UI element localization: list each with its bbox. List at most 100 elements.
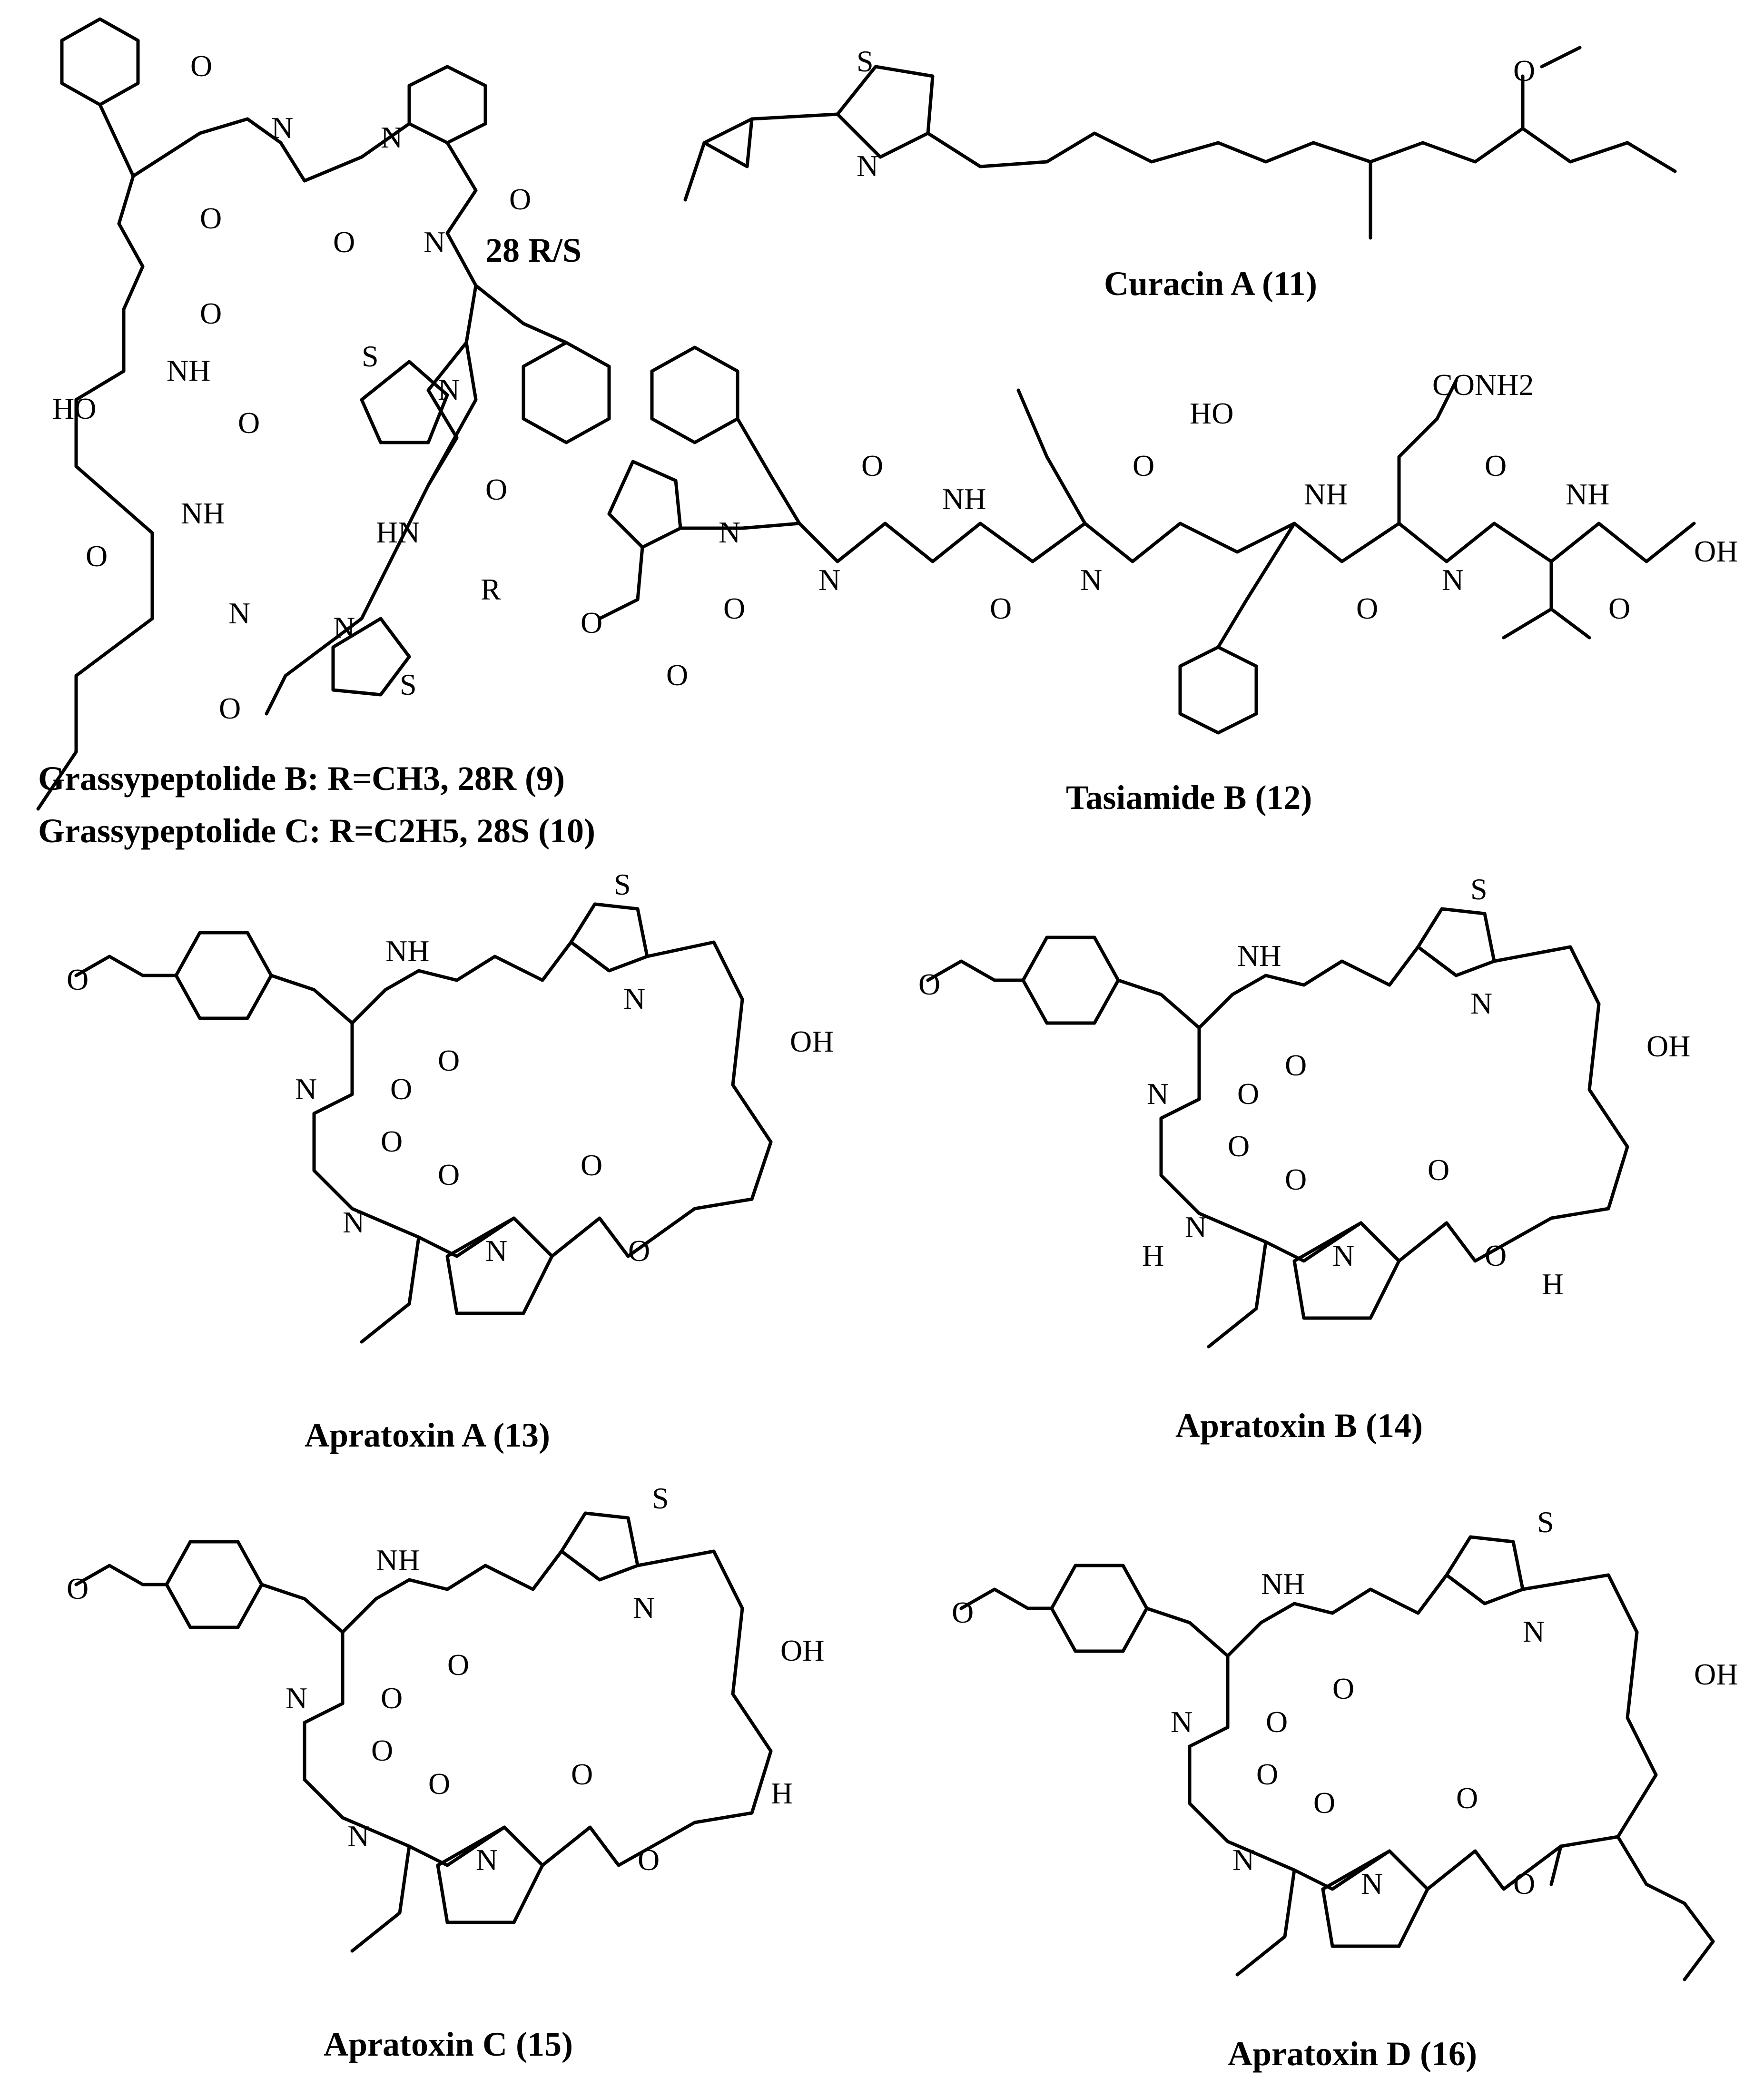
atom-NH: NH	[1237, 939, 1281, 973]
atom-N: N	[818, 563, 840, 597]
atom-O: O	[628, 1234, 650, 1268]
atom-O: O	[200, 296, 222, 330]
atom-O: O	[1285, 1048, 1307, 1082]
atom-S: S	[400, 668, 417, 701]
atom-O: O	[1608, 591, 1630, 625]
atom-O: O	[1228, 1129, 1250, 1163]
atom-N: N	[719, 515, 740, 549]
atom-O: O	[67, 963, 89, 996]
atom-N: N	[333, 611, 355, 644]
atom-O: O	[918, 967, 940, 1001]
atom-S: S	[362, 339, 379, 373]
tasiamide-structure	[598, 345, 1696, 735]
atom-S: S	[1470, 872, 1488, 906]
atom-O: O	[581, 1148, 602, 1182]
atom-N: N	[623, 982, 645, 1015]
atom-N: N	[1147, 1077, 1169, 1111]
atom-O: O	[1313, 1786, 1335, 1820]
atom-O: O	[1237, 1077, 1259, 1111]
atom-O: O	[1513, 1867, 1535, 1901]
atom-O: O	[581, 606, 602, 640]
atom-H: H	[1142, 1239, 1164, 1272]
atom-H: H	[771, 1776, 793, 1810]
atom-O: O	[509, 182, 531, 216]
atom-OH: OH	[790, 1024, 834, 1058]
atom-N: N	[347, 1819, 369, 1853]
atom-O: O	[428, 1767, 450, 1801]
caption-curacin-a: Curacin A (11)	[1104, 265, 1317, 303]
atom-NH: NH	[942, 482, 986, 516]
atom-N: N	[286, 1681, 307, 1715]
atom-OH: OH	[1694, 1657, 1738, 1691]
atom-O: O	[390, 1072, 412, 1106]
substituent-conh2: CONH2	[1432, 368, 1534, 402]
atom-O: O	[1332, 1672, 1354, 1705]
atom-O: O	[67, 1572, 89, 1605]
atom-O: O	[1513, 54, 1535, 88]
atom-O: O	[990, 591, 1012, 625]
atom-O: O	[1456, 1781, 1478, 1815]
atom-N: N	[228, 596, 250, 630]
caption-grassypeptolide-b: Grassypeptolide B: R=CH3, 28R (9)	[38, 759, 565, 798]
apratoxin-d-structure	[959, 1535, 1715, 1981]
apratoxin-b-structure	[926, 907, 1629, 1349]
atom-N: N	[1171, 1705, 1192, 1739]
atom-O: O	[1256, 1757, 1278, 1791]
atom-H: H	[1542, 1267, 1564, 1301]
atom-N: N	[1185, 1210, 1207, 1244]
atom-OH: OH	[1694, 534, 1738, 568]
apratoxin-c-structure	[74, 1511, 773, 1953]
caption-apratoxin-d: Apratoxin D (16)	[1228, 2035, 1477, 2073]
caption-apratoxin-a: Apratoxin A (13)	[305, 1416, 550, 1454]
atom-N: N	[438, 373, 460, 406]
atom-S: S	[1537, 1505, 1554, 1539]
atom-O: O	[447, 1648, 469, 1682]
atom-O: O	[638, 1843, 660, 1877]
atom-N: N	[271, 111, 293, 145]
atom-O: O	[86, 539, 108, 573]
atom-N: N	[424, 225, 445, 259]
atom-NH: NH	[385, 934, 429, 968]
caption-tasiamide-b: Tasiamide B (12)	[1066, 778, 1312, 817]
atom-N: N	[485, 1234, 507, 1268]
atom-O: O	[952, 1595, 974, 1629]
atom-N: N	[857, 149, 878, 183]
caption-apratoxin-b: Apratoxin B (14)	[1175, 1407, 1423, 1445]
atom-OH: OH	[780, 1634, 824, 1667]
atom-N: N	[295, 1072, 317, 1106]
atom-O: O	[190, 49, 212, 83]
atom-O: O	[371, 1733, 393, 1767]
atom-O: O	[1485, 449, 1507, 483]
atom-O: O	[381, 1124, 403, 1158]
atom-O: O	[1485, 1239, 1507, 1272]
atom-HN: HN	[376, 515, 420, 549]
atom-NH: NH	[167, 354, 210, 387]
atom-O: O	[1356, 591, 1378, 625]
atom-N: N	[476, 1843, 498, 1877]
atom-O: O	[219, 691, 241, 725]
atom-N: N	[1332, 1239, 1354, 1272]
atom-N: N	[1523, 1615, 1545, 1648]
atom-N: N	[343, 1205, 365, 1239]
curacin-structure	[683, 46, 1677, 240]
atom-N: N	[633, 1591, 655, 1625]
apratoxin-a-structure	[74, 902, 773, 1344]
atom-OH: OH	[1646, 1029, 1690, 1063]
atom-O: O	[666, 658, 688, 692]
atom-N: N	[1470, 986, 1492, 1020]
atom-NH: NH	[1566, 477, 1609, 511]
atom-N: N	[1442, 563, 1464, 597]
atom-O: O	[238, 406, 260, 440]
atom-NH: NH	[376, 1543, 420, 1577]
atom-N: N	[1080, 563, 1102, 597]
atom-O: O	[1266, 1705, 1288, 1739]
atom-N: N	[381, 120, 403, 154]
atom-S: S	[652, 1481, 669, 1515]
atom-HO: HO	[1190, 396, 1233, 430]
atom-O: O	[1133, 449, 1154, 483]
atom-S: S	[857, 44, 874, 78]
atom-O: O	[1428, 1153, 1449, 1187]
caption-apratoxin-c: Apratoxin C (15)	[324, 2025, 573, 2063]
atom-O: O	[1285, 1162, 1307, 1196]
